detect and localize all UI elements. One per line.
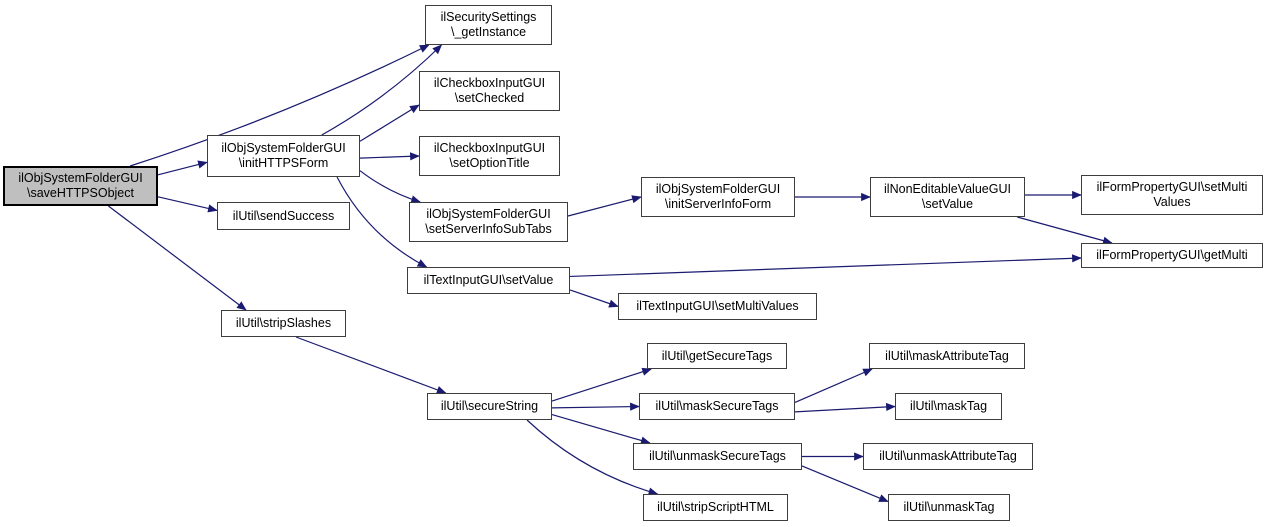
node-label-line: ilNonEditableValueGUI: [884, 182, 1011, 197]
node-setOptionTitle[interactable]: ilCheckboxInputGUI\setOptionTitle: [419, 136, 560, 176]
node-label-line: ilObjSystemFolderGUI: [426, 207, 551, 222]
node-label-line: \setOptionTitle: [449, 156, 530, 170]
edge-saveHTTPSObject-to-initHTTPSForm: [157, 160, 208, 176]
node-label-line: \initHTTPSForm: [238, 156, 329, 170]
edge-maskSecureTags-to-maskAttributeTag: [794, 368, 873, 404]
edge-unmaskSecureTags-to-unmaskTag: [801, 465, 889, 503]
node-label-line: ilFormPropertyGUI\setMulti: [1096, 180, 1248, 195]
node-label-line: ilUtil\maskAttributeTag: [885, 348, 1009, 363]
edge-secureString-to-maskSecureTags: [551, 402, 640, 411]
node-sendSuccess[interactable]: ilUtil\sendSuccess: [217, 202, 350, 230]
node-maskAttributeTag[interactable]: ilUtil\maskAttributeTag: [869, 343, 1025, 369]
node-setChecked[interactable]: ilCheckboxInputGUI\setChecked: [419, 71, 560, 111]
node-unmaskTag[interactable]: ilUtil\unmaskTag: [888, 494, 1010, 521]
node-label-line: Values: [1153, 195, 1191, 209]
edge-secureString-to-getSecureTags: [551, 367, 652, 402]
node-maskSecureTags[interactable]: ilUtil\maskSecureTags: [639, 393, 795, 420]
edge-initHTTPSForm-to-setServerInfoSubTabs: [359, 170, 421, 204]
node-formGetMulti[interactable]: ilFormPropertyGUI\getMulti: [1081, 243, 1263, 268]
node-setServerInfoSubTabs[interactable]: ilObjSystemFolderGUI\setServerInfoSubTab…: [409, 202, 568, 242]
node-label-line: \setChecked: [454, 91, 525, 105]
edge-textSetValue-to-formGetMulti: [569, 254, 1082, 278]
node-label-line: \initServerInfoForm: [664, 197, 772, 211]
node-label-line: ilTextInputGUI\setMultiValues: [636, 299, 799, 314]
node-initHTTPSForm[interactable]: ilObjSystemFolderGUI\initHTTPSForm: [207, 135, 360, 177]
node-label-line: ilObjSystemFolderGUI: [18, 171, 143, 186]
edge-maskSecureTags-to-maskTag: [794, 402, 896, 413]
node-label-line: ilCheckboxInputGUI: [433, 76, 546, 91]
node-label-line: \setValue: [921, 197, 974, 211]
node-secureString[interactable]: ilUtil\secureString: [427, 393, 552, 420]
node-label-line: ilUtil\sendSuccess: [232, 208, 335, 223]
node-getInstance[interactable]: ilSecuritySettings\_getInstance: [425, 5, 552, 45]
node-label-line: ilUtil\stripScriptHTML: [657, 500, 774, 515]
edge-initHTTPSForm-to-setChecked: [359, 104, 420, 142]
node-label-line: ilUtil\unmaskSecureTags: [649, 449, 786, 464]
node-maskTag[interactable]: ilUtil\maskTag: [895, 393, 1002, 420]
node-label-line: ilUtil\unmaskAttributeTag: [879, 449, 1017, 464]
edge-initHTTPSForm-to-setOptionTitle: [359, 152, 420, 161]
node-label-line: ilObjSystemFolderGUI: [655, 182, 781, 197]
node-label-line: ilSecuritySettings: [440, 10, 537, 25]
node-stripScriptHTML[interactable]: ilUtil\stripScriptHTML: [643, 494, 788, 521]
node-label-line: ilUtil\stripSlashes: [235, 316, 332, 331]
node-label-line: \_getInstance: [450, 25, 527, 39]
node-label-line: \saveHTTPSObject: [27, 186, 134, 200]
node-initServerInfoForm[interactable]: ilObjSystemFolderGUI\initServerInfoForm: [641, 177, 795, 217]
node-textSetMultiValues[interactable]: ilTextInputGUI\setMultiValues: [618, 293, 817, 320]
node-label-line: ilUtil\secureString: [440, 399, 539, 414]
node-stripSlashes[interactable]: ilUtil\stripSlashes: [221, 310, 346, 337]
edge-secureString-to-unmaskSecureTags: [551, 414, 651, 445]
node-label-line: ilUtil\maskTag: [909, 399, 988, 414]
node-label-line: ilFormPropertyGUI\getMulti: [1096, 248, 1248, 263]
node-label-line: ilUtil\unmaskTag: [903, 500, 995, 515]
node-label-line: ilObjSystemFolderGUI: [221, 141, 346, 156]
node-label-line: \setServerInfoSubTabs: [425, 222, 552, 236]
node-label-line: ilUtil\maskSecureTags: [655, 399, 779, 414]
edge-nonEditSetValue-to-formGetMulti: [1017, 216, 1113, 245]
node-unmaskSecureTags[interactable]: ilUtil\unmaskSecureTags: [633, 443, 802, 470]
edge-textSetValue-to-textSetMultiValues: [569, 289, 619, 308]
edge-setServerInfoSubTabs-to-initServerInfoForm: [567, 195, 642, 217]
node-label-line: ilUtil\getSecureTags: [661, 348, 773, 363]
node-getSecureTags[interactable]: ilUtil\getSecureTags: [647, 343, 787, 369]
node-label-line: ilCheckboxInputGUI: [433, 141, 546, 156]
node-nonEditSetValue[interactable]: ilNonEditableValueGUI\setValue: [870, 177, 1025, 217]
edge-saveHTTPSObject-to-sendSuccess: [157, 196, 218, 213]
node-saveHTTPSObject[interactable]: ilObjSystemFolderGUI\saveHTTPSObject: [3, 166, 158, 206]
node-unmaskAttributeTag[interactable]: ilUtil\unmaskAttributeTag: [863, 443, 1033, 470]
node-textSetValue[interactable]: ilTextInputGUI\setValue: [407, 267, 570, 294]
edge-stripSlashes-to-secureString: [295, 336, 447, 394]
node-label-line: ilTextInputGUI\setValue: [423, 273, 554, 288]
